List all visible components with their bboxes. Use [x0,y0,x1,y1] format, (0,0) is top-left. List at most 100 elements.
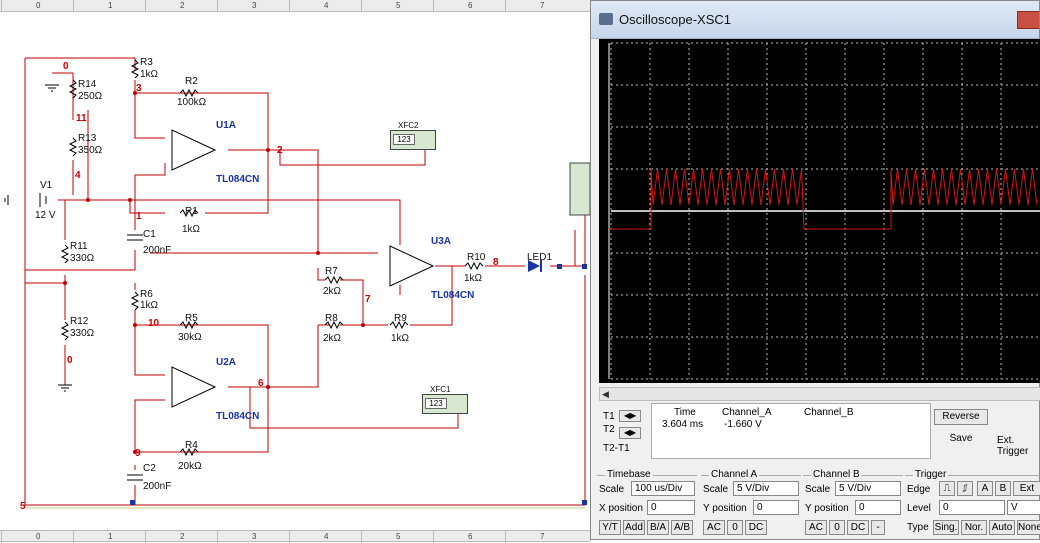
net-label: 0 [67,355,73,366]
t2-arrows-button[interactable]: ◀▶ [619,427,641,439]
u1a-label: U1A [216,120,237,131]
type-label: Type [907,522,929,533]
chb-scale-field[interactable]: 5 V/Div [835,481,901,496]
xfc2-label: XFC2 [398,121,419,130]
r9-value: 1kΩ [391,333,410,344]
net-label: 11 [76,113,87,124]
r5-label: R5 [185,313,198,324]
ruler-tick: 1 [108,532,113,541]
none-button[interactable]: None [1017,520,1040,535]
readout-table: Time Channel_A Channel_B 3.604 ms -1.660… [651,403,931,459]
scope-display [608,42,1040,380]
ruler-tick: 3 [252,1,257,10]
ruler-line [361,531,362,543]
time-value: 3.604 ms [662,419,704,430]
falling-edge-icon[interactable]: ⎎ [957,481,973,496]
chb-dc-button[interactable]: DC [847,520,869,535]
nor-button[interactable]: Nor. [961,520,987,535]
cha-scale-field[interactable]: 5 V/Div [733,481,799,496]
net-label: 3 [136,83,142,94]
xpos-label: X position [599,503,643,514]
ab-button[interactable]: A/B [671,520,693,535]
r7-value: 2kΩ [323,286,342,297]
c1-value: 200nF [143,245,172,256]
ruler-tick: 1 [108,1,113,10]
net-label: 6 [258,378,264,389]
r14-label: R14 [78,79,97,90]
ruler-line [217,531,218,543]
net-label: 2 [277,145,283,156]
ruler-tick: 2 [180,532,185,541]
cha-ac-button[interactable]: AC [703,520,725,535]
level-field[interactable]: 0 [939,500,1005,515]
r8-value: 2kΩ [323,333,342,344]
yt-button[interactable]: Y/T [599,520,621,535]
timebase-group: Timebase Scale 100 us/Div X position 0 Y… [597,469,697,541]
trigger-a-button[interactable]: A [977,481,993,496]
add-button[interactable]: Add [623,520,645,535]
r4-label: R4 [185,440,198,451]
ruler-tick: 4 [324,532,329,541]
ruler-tick: 5 [396,1,401,10]
ruler-line [1,531,2,543]
auto-button[interactable]: Auto [989,520,1015,535]
window-title: Oscilloscope-XSC1 [619,12,731,27]
ba-button[interactable]: B/A [647,520,669,535]
channel-b-title: Channel B [811,469,862,480]
r10-value: 1kΩ [464,273,483,284]
u1a-part: TL084CN [216,174,260,185]
cha-zero-button[interactable]: 0 [727,520,743,535]
horizontal-scrollbar[interactable]: ◀ [599,387,1040,401]
chb-minus-button[interactable]: - [871,520,885,535]
ruler-line [505,0,506,12]
title-bar[interactable]: Oscilloscope-XSC1 [591,1,1039,39]
timebase-scale-field[interactable]: 100 us/Div [631,481,695,496]
level-unit-field[interactable]: V [1007,500,1040,515]
sing-button[interactable]: Sing. [933,520,959,535]
xpos-field[interactable]: 0 [647,500,695,515]
c1-label: C1 [143,229,156,240]
c2-value: 200nF [143,481,172,492]
save-button[interactable]: Save [949,433,973,444]
ruler-line [433,0,434,12]
schematic-canvas[interactable]: R3 1kΩ R14 250Ω R13 350Ω R2 100kΩ V1 12 … [0,12,590,530]
t2t1-label: T2-T1 [603,443,630,454]
chb-zero-button[interactable]: 0 [829,520,845,535]
channel-a-group: Channel A Scale 5 V/Div Y position 0 AC … [701,469,801,541]
ruler-line [505,531,506,543]
u3a-label: U3A [431,236,452,247]
timebase-scale-label: Scale [599,484,625,495]
xfc1-counter[interactable]: 123 [422,394,468,414]
reverse-button[interactable]: Reverse [934,409,988,425]
r14-value: 250Ω [78,91,103,102]
trigger-b-button[interactable]: B [995,481,1011,496]
rising-edge-icon[interactable]: ⎍ [939,481,955,496]
scope-screen[interactable] [599,39,1040,383]
t1-arrows-button[interactable]: ◀▶ [619,410,641,422]
chb-ypos-field[interactable]: 0 [855,500,901,515]
c2-label: C2 [143,463,156,474]
cha-ypos-label: Y position [703,503,747,514]
cha-ypos-field[interactable]: 0 [753,500,799,515]
v1-value: 12 V [35,210,56,221]
cha-value: -1.660 V [724,419,762,430]
xfc1-label: XFC1 [430,385,451,394]
r12-label: R12 [70,316,89,327]
r1-label: R1 [185,206,198,217]
cha-dc-button[interactable]: DC [745,520,767,535]
scroll-left-icon[interactable]: ◀ [602,389,609,399]
r7-label: R7 [325,266,338,277]
r11-label: R11 [70,241,88,252]
net-label: 4 [75,170,81,181]
t2-label: T2 [603,424,615,435]
oscilloscope-window[interactable]: Oscilloscope-XSC1 ◀ T1 T2 T2-T1 ◀▶ ◀▶ Ti… [590,0,1040,540]
close-icon[interactable] [1017,11,1039,29]
xfc2-counter[interactable]: 123 [390,130,436,150]
trigger-ext-button[interactable]: Ext [1013,481,1040,496]
chb-ac-button[interactable]: AC [805,520,827,535]
trigger-title: Trigger [913,469,949,480]
u2a-label: U2A [216,357,237,368]
ruler-tick: 4 [324,1,329,10]
